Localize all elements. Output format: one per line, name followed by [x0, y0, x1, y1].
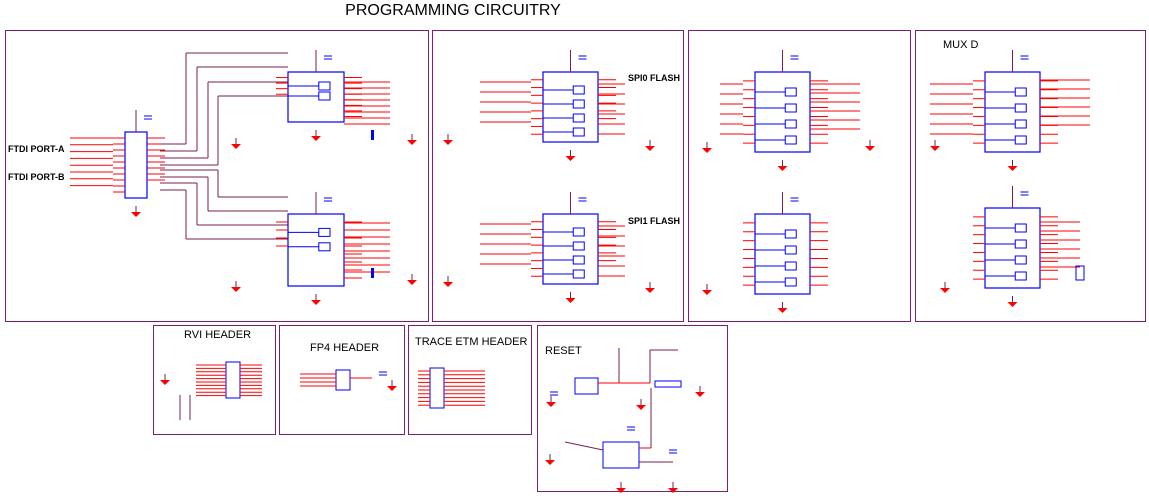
ground-icon [311, 136, 321, 141]
ground-icon [387, 386, 397, 391]
ground-icon [645, 288, 655, 293]
reset-button [654, 380, 682, 388]
ground-icon [231, 287, 241, 292]
mux-switch [318, 227, 331, 237]
mux-switch [572, 113, 585, 123]
mux-switch [318, 91, 331, 101]
ground-icon [565, 298, 576, 303]
ground-icon [865, 146, 875, 151]
jumper [371, 130, 374, 140]
mux-switch [1014, 119, 1027, 129]
panel-spi-flash [432, 30, 684, 322]
ground-icon [443, 282, 453, 287]
ground-icon [565, 156, 576, 161]
mux-switch [572, 227, 585, 237]
page-title: PROGRAMMING CIRCUITRY [345, 2, 561, 19]
mux-switch [572, 255, 585, 265]
ground-icon [777, 166, 788, 171]
mux-switch [784, 135, 797, 145]
ground-icon [695, 392, 705, 397]
mux-switch [572, 99, 585, 109]
panel-reset [537, 325, 728, 492]
mux-switch [572, 85, 585, 95]
ground-icon [131, 212, 141, 217]
trace-etm-header-heading: TRACE ETM HEADER [415, 336, 528, 348]
ic-chip [287, 213, 345, 287]
trace-connector [429, 367, 445, 409]
ground-icon [930, 146, 940, 151]
fp4-connector [335, 369, 351, 391]
mux-switch [1014, 223, 1027, 233]
ground-icon [545, 460, 555, 465]
ground-icon [777, 308, 788, 313]
mux-switch [1014, 87, 1027, 97]
mux-switch [1014, 239, 1027, 249]
ground-icon [702, 148, 712, 153]
mux-switch [784, 119, 797, 129]
ground-icon [940, 288, 950, 293]
rvi-connector [225, 361, 241, 399]
ground-icon [407, 280, 417, 285]
mux-switch [784, 245, 797, 255]
panel-mux-c [688, 30, 911, 322]
mux-d-heading: MUX D [943, 39, 979, 51]
panel-mux-d [915, 30, 1146, 322]
panel-ftdi [5, 30, 429, 322]
supervisor-ic [574, 377, 599, 395]
ground-icon [668, 488, 678, 493]
mux-switch [572, 241, 585, 251]
mux-switch [784, 261, 797, 271]
reset-heading: RESET [545, 345, 582, 357]
ic-chip [124, 131, 148, 199]
mux-switch [572, 127, 585, 137]
wire [564, 441, 604, 451]
ftdi-port-b-label: FTDI PORT-B [8, 172, 65, 182]
fp4-header-heading: FP4 HEADER [310, 342, 380, 354]
jumper [371, 268, 374, 278]
mux-switch [1014, 135, 1027, 145]
spi0-flash-label: SPI0 FLASH [628, 73, 681, 83]
ground-icon [546, 402, 556, 407]
ic-chip [287, 71, 345, 123]
ground-icon [443, 140, 453, 145]
mux-switch [1014, 103, 1027, 113]
mux-switch [318, 242, 331, 252]
ground-icon [636, 405, 646, 410]
connector [1075, 265, 1085, 281]
reset-ic [602, 441, 640, 469]
mux-switch [1014, 255, 1027, 265]
mux-switch [784, 229, 797, 239]
panel-trace-etm-header [408, 325, 532, 435]
ground-icon [1007, 166, 1018, 171]
rvi-header-heading: RVI HEADER [184, 329, 252, 341]
panel-fp4-header [279, 325, 405, 435]
mux-switch [784, 277, 797, 287]
mux-switch [318, 81, 331, 91]
ground-icon [645, 146, 655, 151]
ground-icon [616, 488, 626, 493]
ground-icon [702, 290, 712, 295]
spi1-flash-label: SPI1 FLASH [628, 216, 681, 226]
ground-icon [160, 380, 170, 385]
mux-switch [784, 87, 797, 97]
mux-switch [784, 103, 797, 113]
ground-icon [1007, 302, 1018, 307]
mux-switch [1014, 271, 1027, 281]
ground-icon [231, 144, 241, 149]
panel-rvi-header [153, 325, 276, 435]
ftdi-port-a-label: FTDI PORT-A [8, 144, 65, 154]
mux-switch [572, 269, 585, 279]
ground-icon [407, 140, 417, 145]
ground-icon [311, 300, 321, 305]
